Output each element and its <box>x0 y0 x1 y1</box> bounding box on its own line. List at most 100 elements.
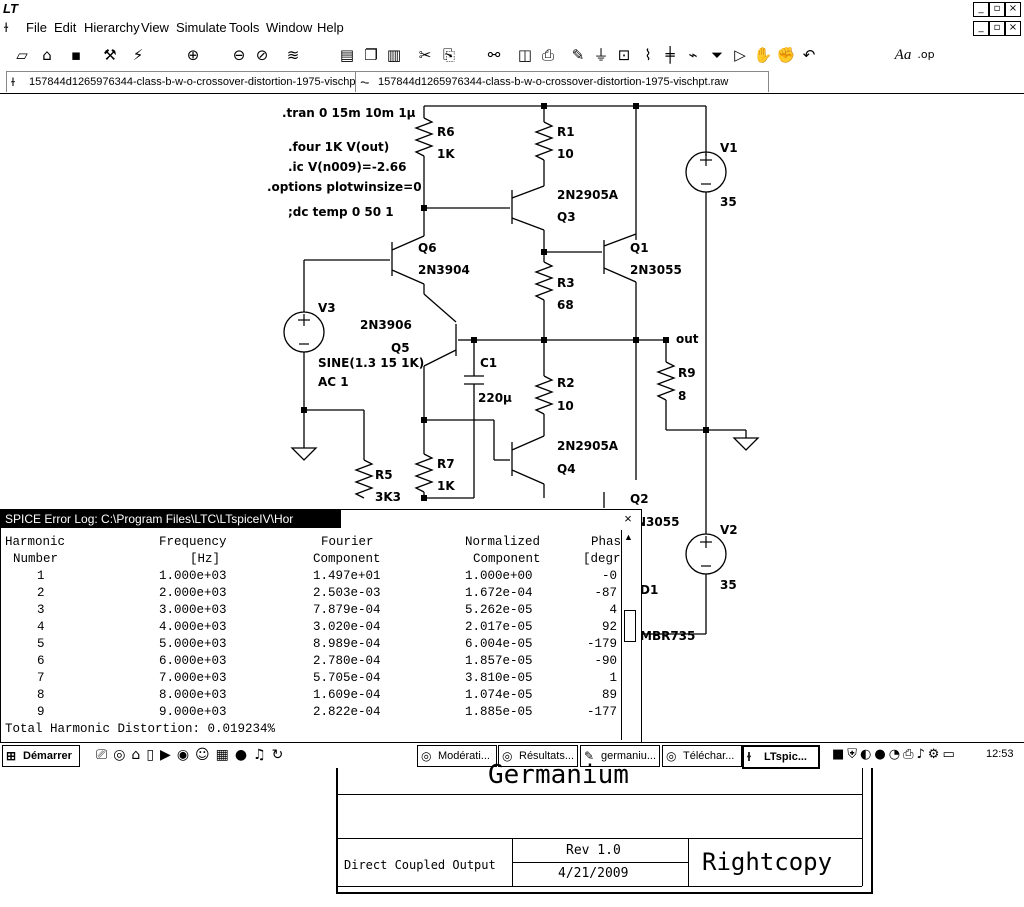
tab-waveform[interactable]: ⏦ 157844d1265976344-class-b-w-o-crossove… <box>355 71 769 92</box>
network-icon[interactable]: ■ <box>832 747 848 762</box>
error-log-titlebar[interactable]: SPICE Error Log: C:\Program Files\LTC\LT… <box>1 510 341 528</box>
autorange-icon[interactable]: ≋ <box>286 46 300 64</box>
document-icon[interactable]: ɫ <box>4 20 9 35</box>
v3-name[interactable]: V3 <box>318 301 336 315</box>
directive-dc[interactable]: ;dc temp 0 50 1 <box>288 205 394 219</box>
r9-name[interactable]: R9 <box>678 366 696 380</box>
q4-name[interactable]: Q4 <box>557 462 576 476</box>
directive-tran[interactable]: .tran 0 15m 10m 1µ <box>282 106 416 120</box>
find-icon[interactable]: ⚯ <box>487 46 501 64</box>
save-icon[interactable]: ▪ <box>70 46 82 64</box>
start-button[interactable]: ⊞ Démarrer <box>2 745 80 767</box>
zoom-fit-icon[interactable]: ⊘ <box>255 46 269 64</box>
menu-edit[interactable]: Edit <box>54 20 77 35</box>
doc-restore-button[interactable]: ▫ <box>989 21 1005 36</box>
print-preview-icon[interactable]: ◫ <box>517 46 533 64</box>
directive-ic[interactable]: .ic V(n009)=-2.66 <box>288 160 406 174</box>
tile-horizontal-icon[interactable]: ▤ <box>339 46 355 64</box>
r6-value[interactable]: 1K <box>437 147 455 161</box>
q1-value[interactable]: 2N3055 <box>630 263 682 277</box>
r6-name[interactable]: R6 <box>437 125 455 139</box>
q4-value[interactable]: 2N2905A <box>557 439 619 453</box>
r9-value[interactable]: 8 <box>678 389 686 403</box>
folder-icon[interactable]: ⌂ <box>131 747 147 763</box>
r3-name[interactable]: R3 <box>557 276 575 290</box>
r5-value[interactable]: 3K3 <box>375 490 401 504</box>
printer-icon[interactable]: ⎙ <box>903 747 917 762</box>
inductor-icon[interactable]: ⌁ <box>688 46 698 64</box>
taskbar-item[interactable]: ✎ germaniu... <box>580 745 660 767</box>
r2-name[interactable]: R2 <box>557 376 575 390</box>
sound-icon[interactable]: ♫ <box>253 747 272 763</box>
print-icon[interactable]: ⎙ <box>541 46 554 64</box>
v1-name[interactable]: V1 <box>720 141 738 155</box>
component-icon[interactable]: ▷ <box>734 46 746 64</box>
menu-view[interactable]: View <box>141 20 169 35</box>
r2-value[interactable]: 10 <box>557 399 574 413</box>
dsl-icon[interactable]: ● <box>874 747 889 762</box>
q6-value[interactable]: 2N3904 <box>418 263 470 277</box>
app-minimize-button[interactable]: _ <box>973 2 989 17</box>
menu-help[interactable]: Help <box>317 20 344 35</box>
q1-name[interactable]: Q1 <box>630 241 649 255</box>
taskbar-item[interactable]: ◎ Résultats... <box>498 745 578 767</box>
q2-name[interactable]: Q2 <box>630 492 649 506</box>
open-icon[interactable]: ⌂ <box>42 46 52 64</box>
wifi-icon[interactable]: ◔ <box>888 747 904 762</box>
shield-icon[interactable]: ⛨ <box>847 747 861 762</box>
q3-name[interactable]: Q3 <box>557 210 576 224</box>
scroll-up-icon[interactable]: ▲ <box>624 532 633 542</box>
doc-minimize-button[interactable]: _ <box>973 21 989 36</box>
move-icon[interactable]: ✋ <box>753 46 773 64</box>
media-icon[interactable]: ● <box>234 747 254 763</box>
r5-name[interactable]: R5 <box>375 468 393 482</box>
tile-vertical-icon[interactable]: ▥ <box>386 46 402 64</box>
taskbar-item[interactable]: ◎ Téléchar... <box>662 745 742 767</box>
copy-icon[interactable]: ⎘ <box>442 46 455 64</box>
doc-close-button[interactable]: × <box>1005 21 1021 36</box>
clock[interactable]: 12:53 <box>986 748 1014 760</box>
messenger-icon[interactable]: ☺ <box>195 747 216 763</box>
directive-four[interactable]: .four 1K V(out) <box>288 140 389 154</box>
schematic-canvas[interactable]: .tran 0 15m 10m 1µ .four 1K V(out) .ic V… <box>0 94 1024 643</box>
text-icon[interactable]: Aa <box>894 47 912 63</box>
control-panel-icon[interactable]: ⚒ <box>103 46 117 64</box>
cascade-icon[interactable]: ❐ <box>364 46 378 64</box>
drag-icon[interactable]: ✊ <box>776 46 796 64</box>
q2-value[interactable]: N3055 <box>636 515 679 529</box>
directive-options[interactable]: .options plotwinsize=0 <box>267 180 422 194</box>
media-player-icon[interactable]: ▶ <box>160 747 177 763</box>
app-restore-button[interactable]: ▫ <box>989 2 1005 17</box>
zoom-out-icon[interactable]: ⊖ <box>232 46 246 64</box>
taskbar-item-active[interactable]: ɫ LTspic... <box>742 745 820 769</box>
q6-name[interactable]: Q6 <box>418 241 437 255</box>
r1-name[interactable]: R1 <box>557 125 575 139</box>
q5-value[interactable]: 2N3906 <box>360 318 412 332</box>
ground-icon[interactable]: ⏚ <box>593 46 609 64</box>
menu-simulate[interactable]: Simulate <box>176 20 227 35</box>
antivirus-icon[interactable]: ◐ <box>860 747 875 762</box>
r1-value[interactable]: 10 <box>557 147 574 161</box>
d1-name[interactable]: D1 <box>640 583 658 597</box>
browser-icon[interactable]: ◎ <box>113 747 132 763</box>
error-log-scrollbar[interactable]: ▲ <box>621 530 638 740</box>
spice-error-log-window[interactable]: SPICE Error Log: C:\Program Files\LTC\LT… <box>0 509 642 743</box>
c1-name[interactable]: C1 <box>480 356 497 370</box>
draw-wire-icon[interactable]: ✎ <box>571 46 585 64</box>
menu-window[interactable]: Window <box>266 20 313 35</box>
r7-name[interactable]: R7 <box>437 457 455 471</box>
menu-hierarchy[interactable]: Hierarchy <box>84 20 140 35</box>
net-out-label[interactable]: out <box>676 332 699 346</box>
taskbar-item[interactable]: ◎ Modérati... <box>417 745 497 767</box>
label-net-icon[interactable]: ⊡ <box>617 46 631 64</box>
run-icon[interactable]: ⚡ <box>132 46 144 64</box>
desktop-icon[interactable]: ⎚ <box>96 747 114 763</box>
menu-tools[interactable]: Tools <box>229 20 260 35</box>
v3-ac[interactable]: AC 1 <box>318 375 349 389</box>
tab-schematic[interactable]: ɫ 157844d1265976344-class-b-w-o-crossove… <box>6 71 375 92</box>
v3-value[interactable]: SINE(1.3 15 1K) <box>318 356 424 370</box>
resistor-icon[interactable]: ⌇ <box>644 46 652 64</box>
app-close-button[interactable]: × <box>1005 2 1021 17</box>
q5-name[interactable]: Q5 <box>391 341 410 355</box>
diode-icon[interactable]: ⏷ <box>710 46 723 64</box>
